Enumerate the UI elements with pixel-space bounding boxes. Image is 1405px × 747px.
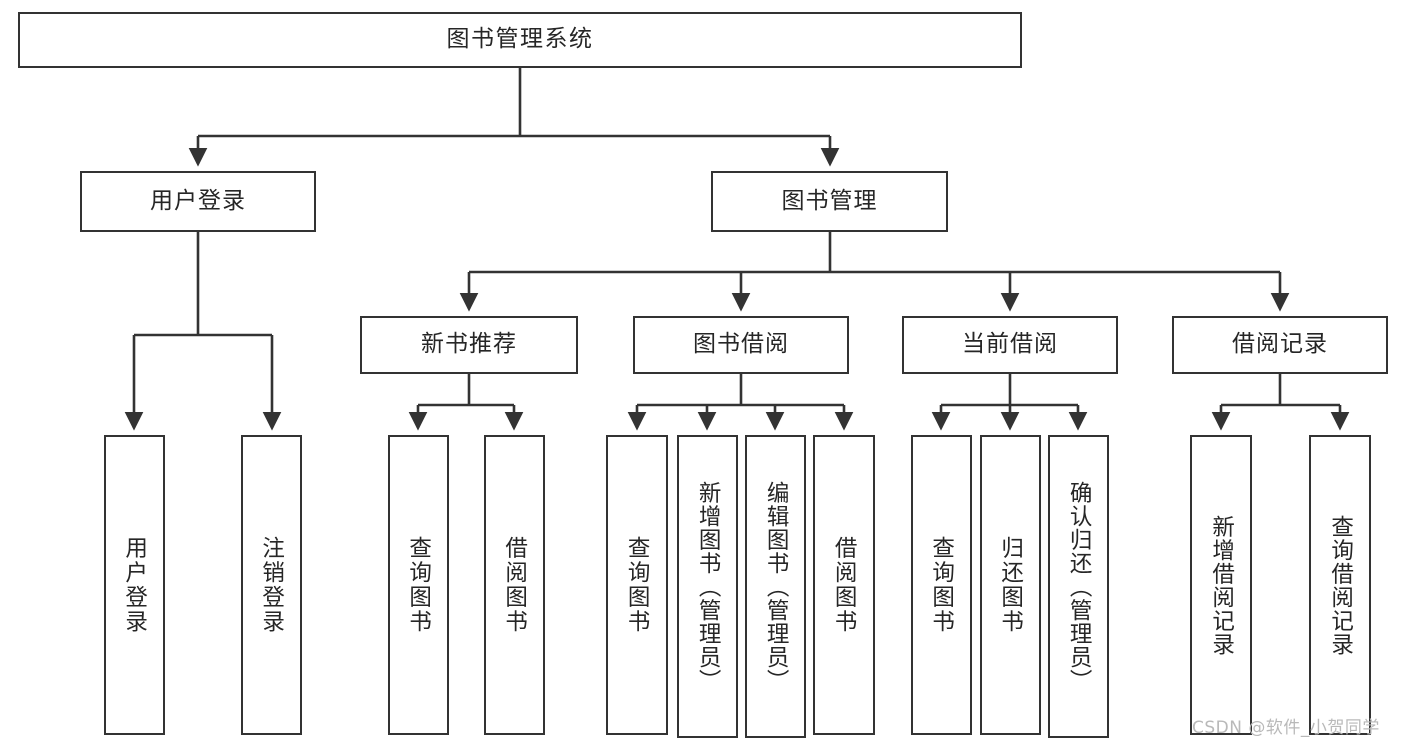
node-label: 当前借阅 <box>962 331 1058 358</box>
node-label: 新增图书（管理员） <box>695 480 722 693</box>
leaf-query-book-1[interactable]: 查询图书 <box>388 435 449 735</box>
leaf-edit-book[interactable]: 编辑图书（管理员） <box>745 435 806 738</box>
node-label: 用户登录 <box>150 187 246 214</box>
leaf-confirm-return[interactable]: 确认归还（管理员） <box>1048 435 1109 738</box>
leaf-query-book-3[interactable]: 查询图书 <box>911 435 972 735</box>
leaf-borrow-book-2[interactable]: 借阅图书 <box>813 435 875 735</box>
leaf-user-login[interactable]: 用户登录 <box>104 435 165 735</box>
node-label: 图书管理系统 <box>446 26 594 53</box>
node-label: 借阅记录 <box>1232 331 1328 358</box>
node-label: 借阅图书 <box>501 536 528 634</box>
leaf-add-book[interactable]: 新增图书（管理员） <box>677 435 738 738</box>
node-label: 编辑图书（管理员） <box>763 480 790 693</box>
leaf-return-book[interactable]: 归还图书 <box>980 435 1041 735</box>
node-label: 归还图书 <box>997 536 1024 634</box>
node-label: 查询图书 <box>624 536 651 634</box>
node-user-login[interactable]: 用户登录 <box>80 171 316 232</box>
node-label: 查询图书 <box>405 536 432 634</box>
node-label: 新增借阅记录 <box>1208 514 1235 656</box>
node-label: 查询借阅记录 <box>1327 514 1354 656</box>
node-borrow-record[interactable]: 借阅记录 <box>1172 316 1388 374</box>
node-label: 借阅图书 <box>831 536 858 634</box>
leaf-borrow-book-1[interactable]: 借阅图书 <box>484 435 545 735</box>
leaf-query-record[interactable]: 查询借阅记录 <box>1309 435 1371 735</box>
node-label: 用户登录 <box>121 536 148 634</box>
node-label: 图书管理 <box>781 187 878 214</box>
node-label: 图书借阅 <box>693 331 789 358</box>
node-label: 查询图书 <box>928 536 955 634</box>
node-root-system[interactable]: 图书管理系统 <box>18 12 1022 68</box>
node-label: 注销登录 <box>258 536 285 634</box>
node-label: 新书推荐 <box>421 331 517 358</box>
node-book-borrow[interactable]: 图书借阅 <box>633 316 849 374</box>
leaf-query-book-2[interactable]: 查询图书 <box>606 435 668 735</box>
node-current-borrow[interactable]: 当前借阅 <box>902 316 1118 374</box>
node-new-book-recommend[interactable]: 新书推荐 <box>360 316 578 374</box>
leaf-logout[interactable]: 注销登录 <box>241 435 302 735</box>
node-book-management[interactable]: 图书管理 <box>711 171 948 232</box>
node-label: 确认归还（管理员） <box>1066 480 1093 693</box>
csdn-watermark: CSDN @软件_小贺同学 <box>1192 718 1380 738</box>
leaf-add-record[interactable]: 新增借阅记录 <box>1190 435 1252 735</box>
